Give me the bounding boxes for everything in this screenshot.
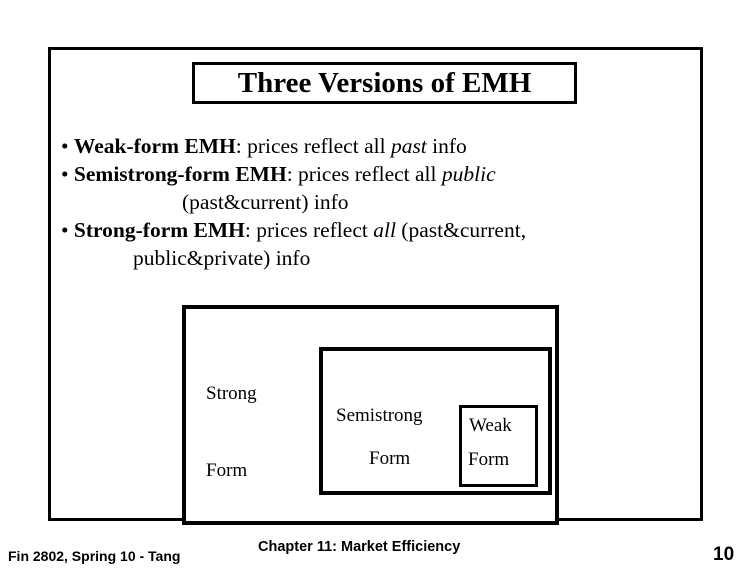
title-box: Three Versions of EMH — [192, 62, 577, 104]
bullet-segment: : prices reflect — [244, 218, 374, 242]
bullet-segment: : prices reflect all — [286, 162, 442, 186]
weak-form-label-line2: Form — [468, 449, 510, 470]
list-item-continuation: (past&current) info — [182, 190, 349, 214]
bullet-marker: • — [61, 218, 69, 242]
bullet-segment: all — [373, 218, 396, 242]
weak-form-box — [459, 405, 538, 487]
weak-form-label-line1: Weak — [469, 415, 512, 436]
bullet-list: • Weak-form EMH: prices reflect all past… — [61, 132, 691, 272]
list-item: • Weak-form EMH: prices reflect all past… — [61, 132, 691, 160]
bullet-segment: Strong-form EMH — [73, 218, 245, 242]
bullet-segment: past — [390, 134, 427, 158]
bullet-segment: : prices reflect all — [235, 134, 391, 158]
list-item: • Strong-form EMH: prices reflect all (p… — [61, 216, 691, 244]
bullet-segment: public — [441, 162, 496, 186]
bullet-segment: Weak-form EMH — [73, 134, 236, 158]
bullet-segment: Semistrong-form EMH — [73, 162, 287, 186]
page-title: Three Versions of EMH — [237, 66, 532, 99]
bullet-marker: • — [61, 162, 69, 186]
semistrong-form-label-line2: Form — [369, 448, 411, 469]
bullet-segment: (past&current, — [395, 218, 527, 242]
footer-course-info: Fin 2802, Spring 10 - Tang — [8, 548, 181, 564]
slide-frame: Three Versions of EMH • Weak-form EMH: p… — [48, 47, 703, 525]
footer-page-number: 10 — [713, 544, 735, 565]
strong-form-label-line1: Strong — [206, 383, 257, 404]
semistrong-form-label-line1: Semistrong — [336, 405, 423, 426]
strong-form-label-line2: Form — [206, 460, 248, 481]
list-item-continuation: public&private) info — [133, 246, 311, 270]
bullet-marker: • — [61, 134, 69, 158]
bullet-segment: info — [426, 134, 467, 158]
list-item: • Semistrong-form EMH: prices reflect al… — [61, 160, 691, 188]
footer-chapter-title: Chapter 11: Market Efficiency — [258, 539, 461, 555]
